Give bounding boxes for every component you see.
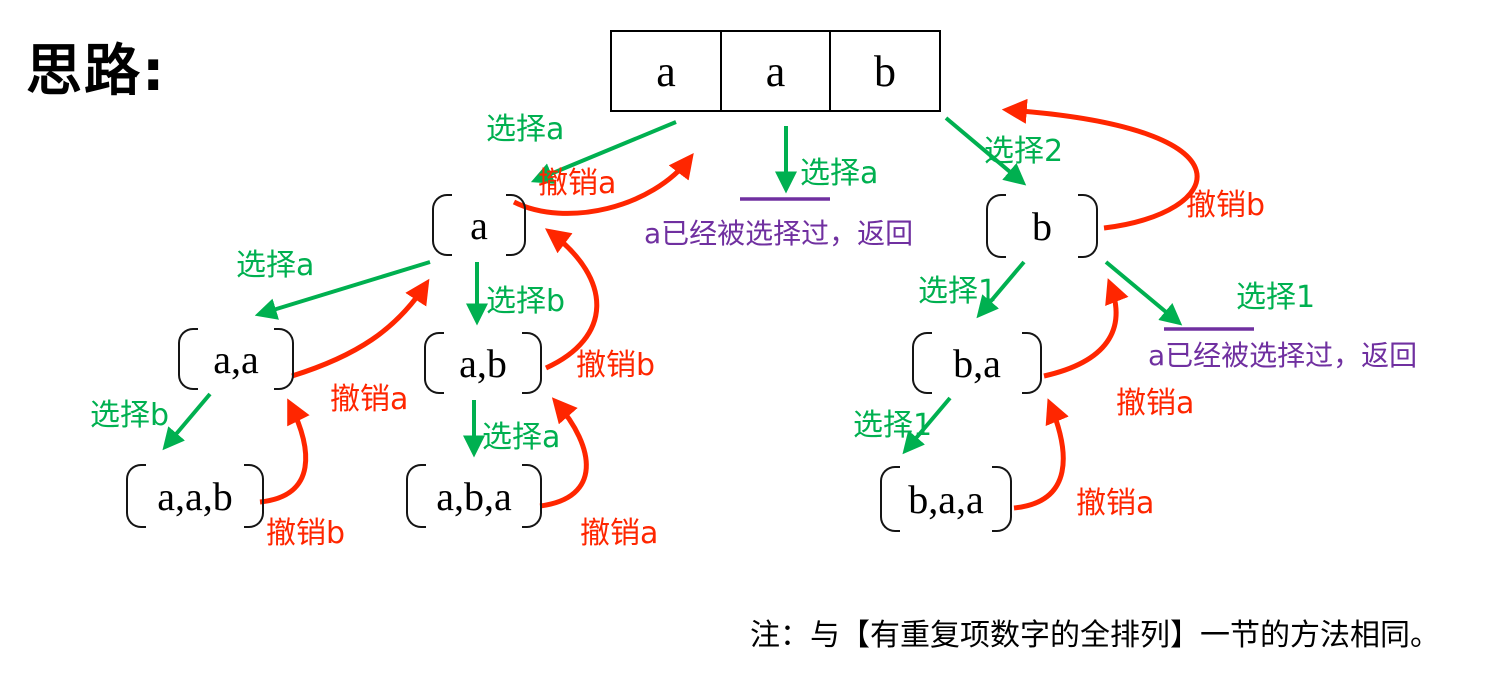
label-choose-a-table-to-a: 选择a (486, 112, 565, 147)
arrow-undo-b-aab-to-aa (259, 398, 310, 505)
label-undo-b-ab-to-a: 撤销b (576, 348, 656, 383)
node-aba: a,b,a (406, 464, 542, 528)
array-cell-0: a (610, 30, 722, 112)
arrow-undo-a-baa-to-ba (1013, 398, 1069, 511)
label-choose-1-b-to-prune: 选择1 (1236, 280, 1316, 315)
label-undo-a-aba-to-ab: 撤销a (580, 516, 659, 551)
node-ab: a,b (424, 332, 542, 394)
node-aa: a,a (178, 328, 294, 390)
label-undo-a-aa-to-a: 撤销a (330, 382, 409, 417)
label-undo-a-a-to-table: 撤销a (538, 166, 617, 201)
arrow-undo-a-aa-to-a (291, 278, 430, 379)
input-array-table: a a b (610, 30, 941, 112)
label-choose-b-a-to-ab: 选择b (486, 284, 566, 319)
arrow-undo-a-ba-to-b (1043, 278, 1129, 379)
node-aab: a,a,b (126, 464, 264, 528)
node-b: b (986, 194, 1098, 258)
label-choose-b-aa-to-aab: 选择b (90, 398, 170, 433)
page-title: 思路: (26, 39, 167, 104)
label-choose-2-table-to-b: 选择2 (984, 134, 1064, 169)
arrow-choose-1-b-to-prune (1104, 260, 1183, 326)
arrow-choose-b-aa-to-aab (162, 392, 212, 451)
prune-text-right: a已经被选择过，返回 (1148, 339, 1418, 372)
label-choose-a-ab-to-aba: 选择a (482, 420, 561, 455)
label-choose-a-table-to-prune: 选择a (800, 156, 879, 191)
label-undo-b-aab-to-aa: 撤销b (266, 516, 346, 551)
array-cell-1: a (719, 30, 832, 112)
label-undo-a-ba-to-b: 撤销a (1116, 386, 1195, 421)
footnote: 注：与【有重复项数字的全排列】一节的方法相同。 (750, 618, 1440, 653)
label-undo-b-b-to-table: 撤销b (1186, 188, 1266, 223)
node-ba: b,a (912, 332, 1042, 394)
label-choose-1-b-to-ba: 选择1 (918, 274, 998, 309)
label-undo-a-baa-to-ba: 撤销a (1076, 486, 1155, 521)
array-cell-2: b (829, 30, 941, 112)
prune-text-mid: a已经被选择过，返回 (644, 217, 914, 250)
label-choose-a-a-to-aa: 选择a (236, 248, 315, 283)
node-baa: b,a,a (880, 466, 1012, 532)
node-a: a (432, 194, 526, 256)
label-choose-1-ba-to-baa: 选择1 (853, 408, 933, 443)
